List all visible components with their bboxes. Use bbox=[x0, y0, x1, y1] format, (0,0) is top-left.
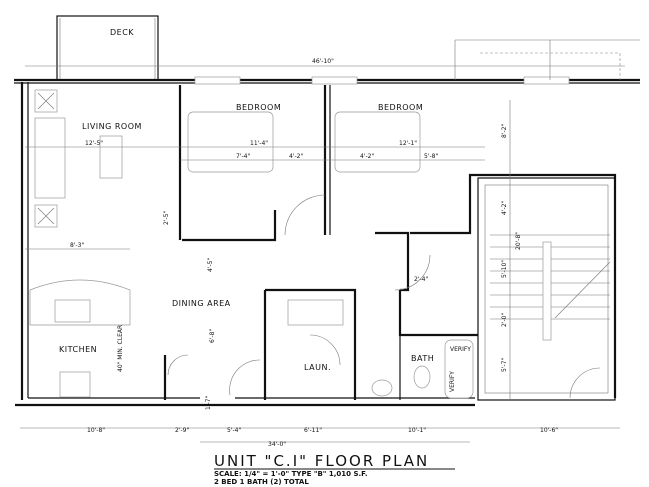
dim-bottom-kitchen: 10'-8" bbox=[87, 427, 105, 434]
room-label-kitchen: KITCHEN bbox=[59, 345, 97, 354]
deck bbox=[56, 15, 159, 81]
room-label-deck: DECK bbox=[110, 28, 134, 37]
note-verify: VERIFY bbox=[449, 371, 456, 392]
dim-hall-width: 2'-4" bbox=[414, 276, 428, 283]
room-label-living-room: LIVING ROOM bbox=[82, 122, 142, 131]
dim-bed2-right: 5'-8" bbox=[424, 153, 438, 160]
dim-dining-depth: 4'-5" bbox=[207, 258, 214, 272]
dim-bottom-stair: 10'-6" bbox=[540, 427, 558, 434]
dim-bed2-left: 4'-2" bbox=[360, 153, 374, 160]
room-label-bedroom-2: BEDROOM bbox=[378, 103, 423, 112]
dim-bottom-overall: 34'-0" bbox=[268, 441, 286, 448]
furniture bbox=[29, 89, 474, 399]
room-label-bath: BATH bbox=[411, 354, 434, 363]
plan-scale: SCALE: 1/4" = 1'-0" TYPE "B" 1,010 S.F. bbox=[214, 470, 368, 478]
plan-title: UNIT "C.I" FLOOR PLAN bbox=[214, 452, 429, 470]
dim-bed1-width: 11'-4" bbox=[250, 140, 268, 147]
dim-bottom-bath: 10'-1" bbox=[408, 427, 426, 434]
doors bbox=[167, 194, 601, 399]
plan-summary: 2 BED 1 BATH (2) TOTAL bbox=[214, 478, 309, 486]
dimension-lines bbox=[20, 65, 625, 443]
dim-stair-top: 4'-2" bbox=[501, 201, 508, 215]
room-label-bedroom-1: BEDROOM bbox=[236, 103, 281, 112]
room-label-dining-area: DINING AREA bbox=[172, 299, 231, 308]
dim-bed2-depth: 8'-2" bbox=[501, 124, 508, 138]
dim-stair-run: 5'-10" bbox=[501, 260, 508, 278]
stairs bbox=[490, 234, 611, 341]
dim-bed1-closet: 4'-2" bbox=[289, 153, 303, 160]
dim-living-width: 12'-5" bbox=[85, 140, 103, 147]
dim-entry-depth: 6'-8" bbox=[209, 329, 216, 343]
dim-entry-offset: 1'-7" bbox=[205, 396, 212, 410]
dim-kitchen-counter: 8'-3" bbox=[70, 242, 84, 249]
dim-bottom-laundry: 6'-11" bbox=[304, 427, 322, 434]
dim-bed2-width: 12'-1" bbox=[399, 140, 417, 147]
dim-bottom-entry: 5'-4" bbox=[227, 427, 241, 434]
note-clearance: 40" MIN. CLEAR bbox=[117, 325, 124, 372]
dim-bed1-bed: 7'-4" bbox=[236, 153, 250, 160]
dim-stair-bottom: 5'-7" bbox=[501, 358, 508, 372]
note-verify: VERIFY bbox=[450, 346, 471, 353]
interior-walls bbox=[163, 85, 617, 401]
dim-bottom-closet: 2'-9" bbox=[175, 427, 189, 434]
dim-stair-landing: 2'-0" bbox=[501, 313, 508, 327]
dim-stair-total: 20'-8" bbox=[515, 232, 522, 250]
dim-overall-width: 46'-10" bbox=[312, 58, 334, 65]
dim-closet-depth: 2'-5" bbox=[163, 211, 170, 225]
exterior-walls bbox=[14, 39, 640, 407]
room-label-laundry: LAUN. bbox=[304, 363, 331, 372]
